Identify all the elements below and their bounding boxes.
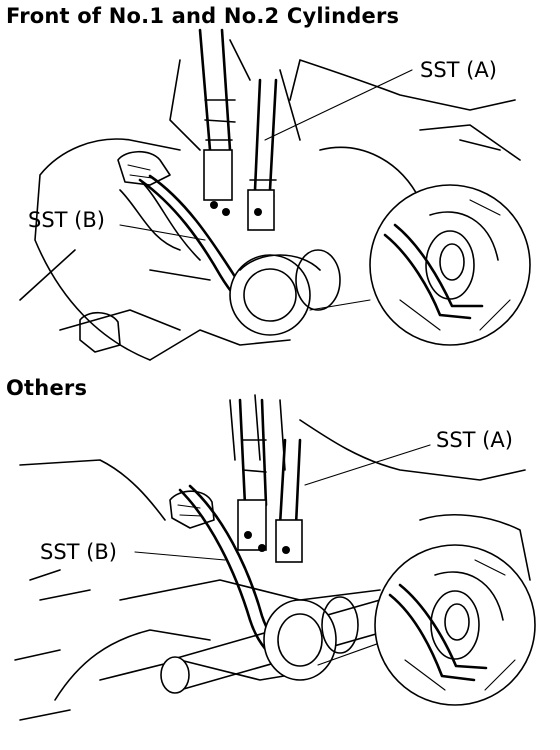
section-1-callout-sst-b: SST (B): [28, 208, 105, 232]
section-1-callout-sst-a: SST (A): [420, 58, 497, 82]
section-1-heading: Front of No.1 and No.2 Cylinders: [6, 4, 400, 28]
section-2-heading: Others: [6, 376, 88, 400]
section-2-callout-sst-a: SST (A): [436, 428, 513, 452]
section-2-callout-sst-b: SST (B): [40, 540, 117, 564]
illustration-front-cylinders: [19, 28, 531, 361]
